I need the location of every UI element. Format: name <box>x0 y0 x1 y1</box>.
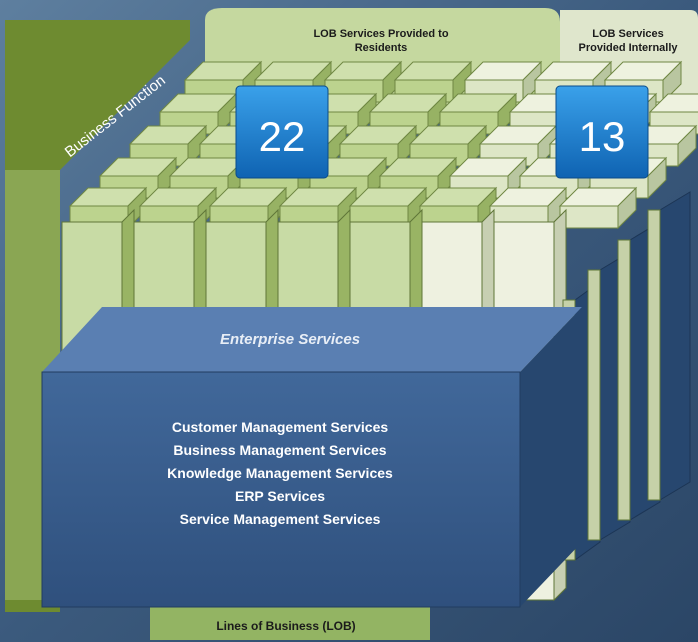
service-item: Customer Management Services <box>172 419 389 435</box>
enterprise-box-top <box>42 307 582 372</box>
enterprise-services-title: Enterprise Services <box>220 331 360 348</box>
lob-label: Lines of Business (LOB) <box>216 619 355 633</box>
blue-column-side <box>659 191 691 501</box>
service-item: Business Management Services <box>173 442 386 458</box>
enterprise-box-side <box>520 307 582 607</box>
service-item: Service Management Services <box>180 511 381 527</box>
internal-label-line1: LOB Services <box>592 28 664 40</box>
blue-column-front <box>587 269 601 541</box>
enterprise-services-box <box>41 307 582 608</box>
service-item: ERP Services <box>235 488 325 504</box>
internal-badge: 13 <box>555 85 649 179</box>
cube-side <box>617 186 637 230</box>
residents-label-line1: LOB Services Provided to <box>313 28 448 40</box>
residents-badge: 22 <box>235 85 329 179</box>
residents-badge-count: 22 <box>259 113 306 160</box>
internal-label-line2: Provided Internally <box>578 42 678 54</box>
residents-label-line2: Residents <box>355 42 408 54</box>
blue-column-front <box>647 209 661 501</box>
cube-side <box>677 124 697 168</box>
cube-side <box>662 60 682 104</box>
cube-front <box>559 205 619 229</box>
enterprise-box-front <box>41 371 521 608</box>
internal-badge-count: 13 <box>579 113 626 160</box>
cube-side <box>647 156 667 200</box>
blue-column-front <box>617 239 631 521</box>
service-item: Knowledge Management Services <box>167 465 393 481</box>
